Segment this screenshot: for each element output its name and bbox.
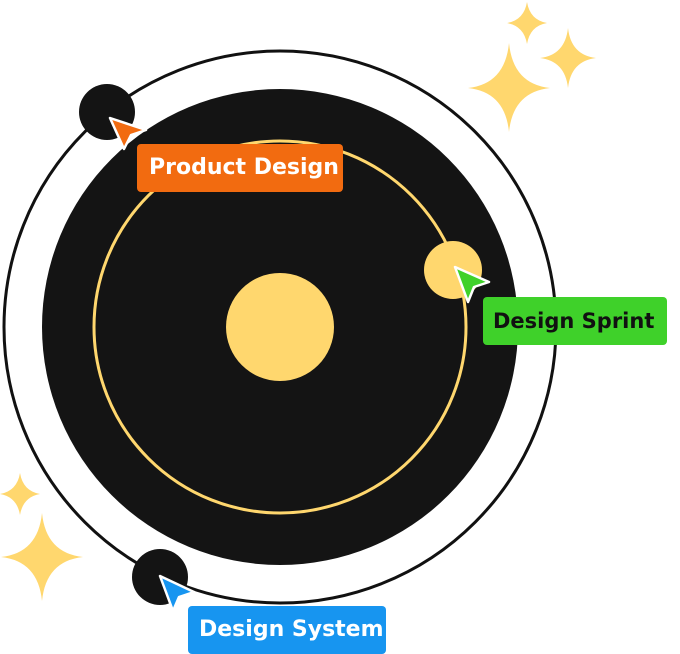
design-sprint-label: Design Sprint xyxy=(483,297,667,345)
sparkle-icon xyxy=(540,28,596,88)
central-sun xyxy=(226,273,334,381)
arrow-cursor-icon xyxy=(108,116,148,151)
sparkle-icon xyxy=(1,513,83,601)
sparkle-icon xyxy=(507,2,547,44)
product-design-label: Product Design xyxy=(137,144,343,192)
sparkle-icon xyxy=(468,43,550,132)
arrow-cursor-icon xyxy=(158,574,196,613)
inner-orbit-ring xyxy=(92,139,468,515)
arrow-cursor-icon xyxy=(453,265,491,304)
sparkle-icon xyxy=(0,473,40,515)
design-system-label: Design System xyxy=(188,606,386,654)
